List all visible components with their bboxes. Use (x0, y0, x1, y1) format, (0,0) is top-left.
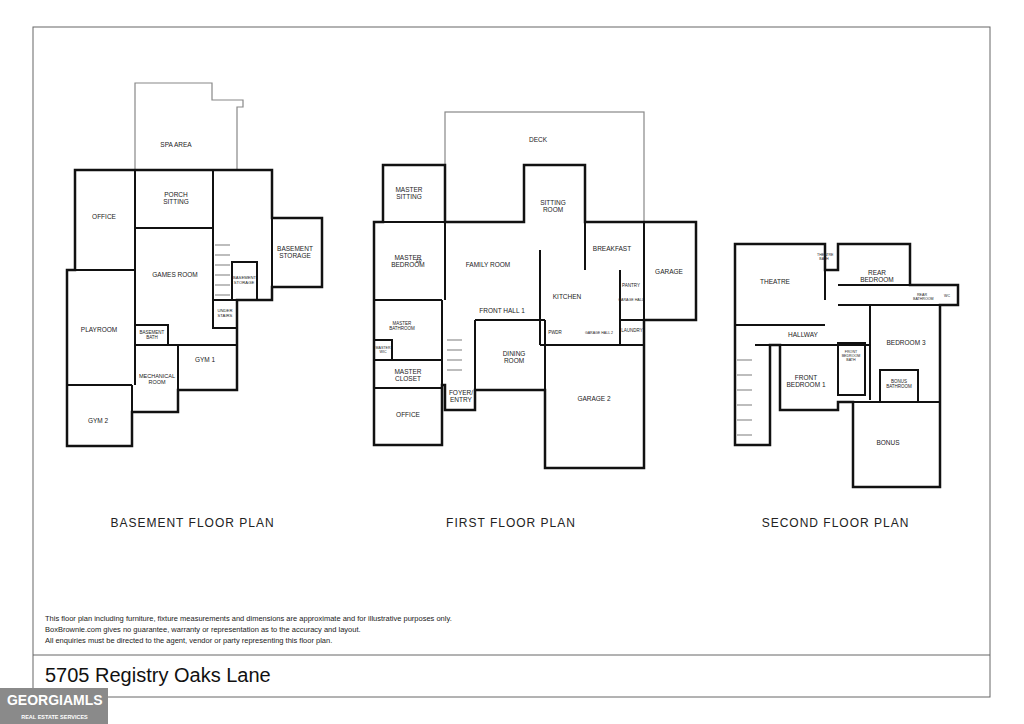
room-label: OFFICE (396, 411, 420, 418)
floor-heading: FIRST FLOOR PLAN (446, 517, 576, 531)
room-label: BASEMENT STORAGE (272, 245, 318, 260)
room-label: GYM 2 (88, 417, 108, 424)
room-label: PORCH SITTING (156, 191, 196, 206)
room-label: SPA AREA (160, 141, 191, 148)
room-label: FOYER/ ENTRY (446, 389, 476, 404)
room-label: SITTING ROOM (533, 199, 573, 214)
room-label: MASTER BEDROOM (387, 254, 429, 269)
room-label: REAR BEDROOM (855, 269, 899, 284)
room-label: FAMILY ROOM (466, 261, 511, 268)
room-label: THEATRE BATH (817, 253, 831, 261)
room-label: FRONT BEDROOM 1 (785, 374, 827, 389)
room-label: REAR BATHROOM (913, 293, 931, 301)
room-label: BONUS BATHROOM (883, 379, 915, 389)
room-label: GYM 1 (195, 356, 215, 363)
disclaimer-note: BoxBrownie.com gives no guarantee, warra… (45, 626, 361, 635)
room-label: BASEMENT BATH (137, 330, 167, 340)
room-label: BONUS (876, 439, 899, 446)
watermark: GEORGIAMLS (7, 692, 103, 708)
room-label: FRONT HALL 1 (479, 307, 525, 314)
sheet-title: 5705 Registry Oaks Lane (45, 664, 271, 687)
disclaimer-note: All enquiries must be directed to the ag… (45, 637, 332, 646)
room-label: BEDROOM 3 (886, 339, 925, 346)
room-label: DECK (529, 136, 547, 143)
room-label: GAMES ROOM (152, 271, 198, 278)
room-label: PWDR (548, 330, 562, 335)
room-label: MASTER BATHROOM (384, 321, 420, 331)
room-label: GARAGE (655, 268, 683, 275)
floor-heading: BASEMENT FLOOR PLAN (110, 517, 274, 531)
room-label: BREAKFAST (593, 245, 631, 252)
room-label: MASTER WIC (375, 346, 391, 354)
room-label: MASTER SITTING (389, 186, 429, 201)
disclaimer-note: This floor plan including furniture, fix… (45, 615, 452, 624)
room-label: PLAYROOM (81, 326, 117, 333)
room-label: LAUNDRY (621, 328, 642, 333)
room-label: KITCHEN (553, 293, 582, 300)
room-label: OFFICE (92, 213, 116, 220)
floor-heading: SECOND FLOOR PLAN (762, 517, 910, 531)
room-label: GARAGE HALL 2 (585, 331, 613, 335)
room-label: PANTRY (622, 283, 640, 288)
room-label: GARAGE 2 (577, 395, 610, 402)
room-label: BASEMENT STORAGE (233, 276, 255, 286)
room-label: UNDER STAIRS (215, 309, 235, 319)
room-label: FRONT BEDROOM BATH (840, 350, 862, 362)
room-label: MASTER CLOSET (388, 368, 428, 383)
room-label: THEATRE (760, 278, 790, 285)
room-label: DINING ROOM (496, 350, 532, 365)
room-label: HALLWAY (788, 331, 818, 338)
room-label: MECHANICAL ROOM (137, 373, 177, 386)
room-label: GARAGE HALL (618, 298, 643, 302)
room-label: WC (944, 294, 950, 298)
watermark: REAL ESTATE SERVICES (21, 714, 88, 720)
room-label: FP (416, 259, 422, 264)
